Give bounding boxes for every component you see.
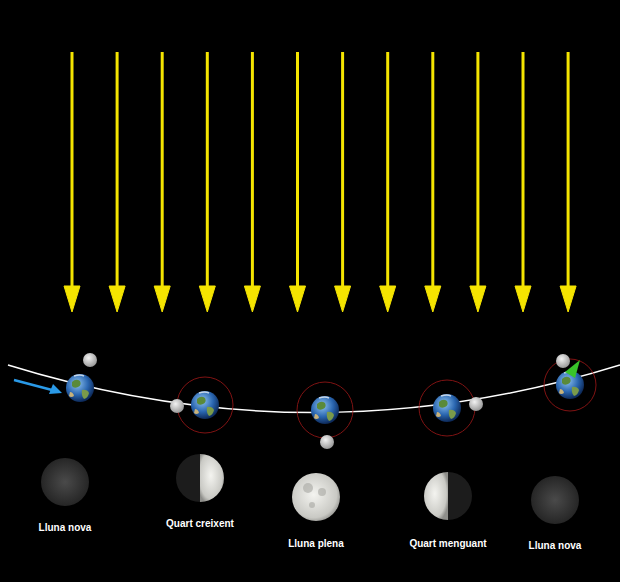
- sun-ray: [431, 52, 434, 292]
- sun-ray: [567, 52, 570, 292]
- sun-ray-head: [154, 286, 170, 312]
- sun-ray: [116, 52, 119, 292]
- sun-ray-head: [470, 286, 486, 312]
- sun-ray-head: [244, 286, 260, 312]
- phase-label: Lluna nova: [529, 540, 582, 551]
- sun-ray-head: [335, 286, 351, 312]
- sun-ray: [296, 52, 299, 292]
- sun-ray-head: [199, 286, 215, 312]
- sun-ray: [206, 52, 209, 292]
- phase-label: Lluna nova: [39, 522, 92, 533]
- sun-ray: [71, 52, 74, 292]
- sun-ray-head: [560, 286, 576, 312]
- phase-label: Lluna plena: [288, 538, 344, 549]
- sun-ray: [341, 52, 344, 292]
- sun-ray: [251, 52, 254, 292]
- phase-label: Quart menguant: [409, 538, 486, 549]
- sun-ray-head: [64, 286, 80, 312]
- sun-ray-head: [515, 286, 531, 312]
- sun-ray-head: [109, 286, 125, 312]
- sun-ray: [386, 52, 389, 292]
- sun-ray: [161, 52, 164, 292]
- sun-ray: [476, 52, 479, 292]
- phase-label: Quart creixent: [166, 518, 234, 529]
- sun-ray-head: [290, 286, 306, 312]
- sun-ray-head: [425, 286, 441, 312]
- sun-ray-head: [380, 286, 396, 312]
- sun-ray: [522, 52, 525, 292]
